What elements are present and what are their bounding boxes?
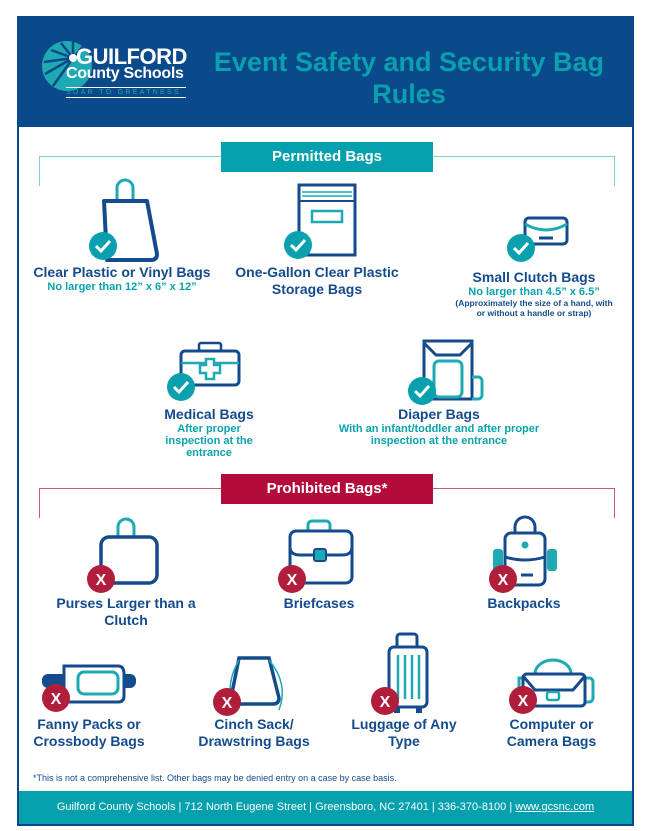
logo-guilford: GUILFORD	[76, 44, 187, 69]
svg-text:X: X	[51, 691, 62, 708]
item-title: Purses Larger than a Clutch	[56, 595, 196, 628]
tote-bag-icon	[89, 178, 159, 262]
backpack-icon: X	[489, 515, 557, 593]
logo-county-schools: County Schools	[66, 65, 184, 82]
item-title: Medical Bags	[164, 406, 254, 422]
item-title: Computer or Camera Bags	[506, 716, 597, 749]
storage-bag-icon	[284, 183, 357, 259]
permitted-item-storage-bag: One-Gallon Clear Plastic Storage Bags	[227, 181, 407, 298]
svg-text:X: X	[517, 693, 528, 710]
svg-text:X: X	[96, 572, 107, 589]
permitted-item-diaper: Diaper Bags With an infant/toddler and a…	[324, 339, 554, 447]
permitted-item-clutch: Small Clutch Bags No larger than 4.5” x …	[434, 214, 634, 318]
diaper-bag-icon	[408, 339, 484, 405]
item-note: (Approximately the size of a hand, with …	[455, 298, 613, 318]
item-title: Fanny Packs or Crossbody Bags	[33, 716, 145, 749]
svg-text:X: X	[287, 572, 298, 589]
fanny-pack-icon: X	[42, 664, 136, 712]
footer-contact-bar: Guilford County Schools | 712 North Euge…	[19, 791, 632, 824]
cinch-sack-icon: X	[213, 656, 284, 716]
medical-bag-icon	[167, 341, 241, 401]
item-subtitle: No larger than 4.5” x 6.5”	[468, 286, 600, 298]
clutch-icon	[507, 216, 569, 262]
disclaimer-note: *This is not a comprehensive list. Other…	[33, 773, 397, 783]
item-title: Luggage of Any Type	[351, 716, 457, 749]
prohibited-item-backpack: X Backpacks	[444, 513, 604, 612]
item-title: Backpacks	[487, 595, 561, 611]
footer-address: Guilford County Schools | 712 North Euge…	[56, 801, 516, 813]
item-subtitle: With an infant/toddler and after proper …	[338, 423, 540, 447]
header-banner: GUILFORD County Schools SOAR TO GREATNES…	[19, 16, 632, 127]
item-subtitle: No larger than 12” x 6” x 12”	[47, 281, 197, 293]
briefcase-icon: X	[278, 519, 354, 593]
svg-text:X: X	[498, 572, 509, 589]
district-logo: GUILFORD County Schools SOAR TO GREATNES…	[39, 38, 189, 104]
prohibited-item-briefcase: X Briefcases	[239, 513, 399, 612]
prohibited-item-luggage: X Luggage of Any Type	[339, 631, 469, 750]
website-link[interactable]: www.gcsnc.com	[515, 801, 595, 813]
prohibited-item-fanny-pack: X Fanny Packs or Crossbody Bags	[24, 656, 154, 750]
permitted-item-medical: Medical Bags After proper inspection at …	[134, 341, 284, 459]
prohibited-item-camera-bag: X Computer or Camera Bags	[489, 656, 614, 750]
camera-bag-icon: X	[508, 658, 594, 714]
sunburst-logo-icon	[42, 40, 92, 91]
flyer-page: GUILFORD County Schools SOAR TO GREATNES…	[17, 16, 634, 826]
item-title: Cinch Sack/ Drawstring Bags	[198, 716, 310, 749]
prohibited-item-purse: X Purses Larger than a Clutch	[41, 513, 211, 629]
svg-text:X: X	[380, 694, 391, 711]
prohibited-item-cinch-sack: X Cinch Sack/ Drawstring Bags	[179, 654, 329, 750]
luggage-icon: X	[371, 632, 429, 715]
item-title: One-Gallon Clear Plastic Storage Bags	[235, 264, 399, 297]
item-subtitle: After proper inspection at the entrance	[165, 423, 253, 459]
item-title: Briefcases	[283, 595, 355, 611]
item-title: Diaper Bags	[398, 406, 480, 422]
page-title: Event Safety and Security Bag Rules	[213, 47, 605, 109]
svg-text:X: X	[222, 695, 233, 712]
item-title: Small Clutch Bags	[472, 269, 596, 285]
permitted-heading: Permitted Bags	[221, 142, 433, 172]
prohibited-heading: Prohibited Bags*	[221, 474, 433, 504]
purse-icon: X	[87, 517, 159, 593]
permitted-item-clear-bag: Clear Plastic or Vinyl Bags No larger th…	[27, 176, 217, 293]
item-title: Clear Plastic or Vinyl Bags	[33, 264, 211, 280]
logo-tagline: SOAR TO GREATNESS	[66, 87, 186, 98]
